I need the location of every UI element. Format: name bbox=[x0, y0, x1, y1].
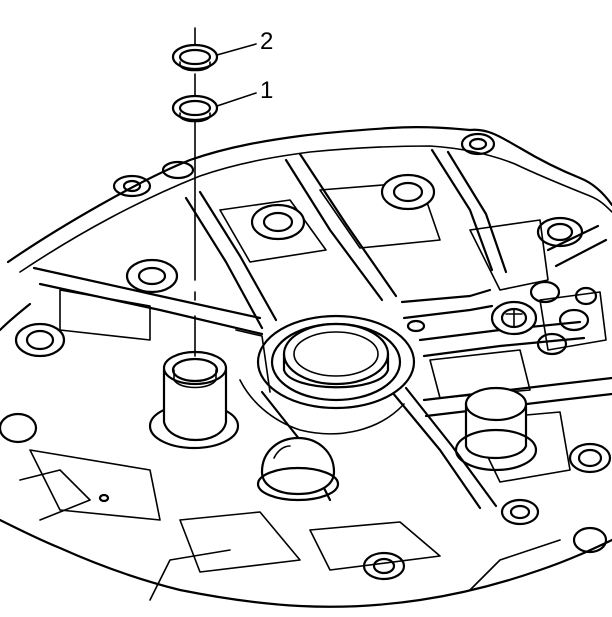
seal-ring-2 bbox=[171, 43, 219, 72]
internal-bolt-bosses bbox=[98, 173, 598, 503]
lower-case-details bbox=[19, 329, 561, 601]
callout-label-2: 2 bbox=[260, 28, 274, 55]
seal-sleeve bbox=[148, 350, 240, 450]
dome-plug bbox=[256, 436, 340, 502]
center-bearing-bore bbox=[256, 314, 416, 410]
callout-leaders bbox=[216, 43, 257, 107]
seal-ring-1 bbox=[171, 94, 219, 123]
callout-label-1: 1 bbox=[260, 77, 274, 104]
flange-bolt-bosses bbox=[0, 132, 612, 581]
right-cylinder-boss bbox=[454, 386, 538, 472]
case-flange bbox=[0, 126, 612, 608]
